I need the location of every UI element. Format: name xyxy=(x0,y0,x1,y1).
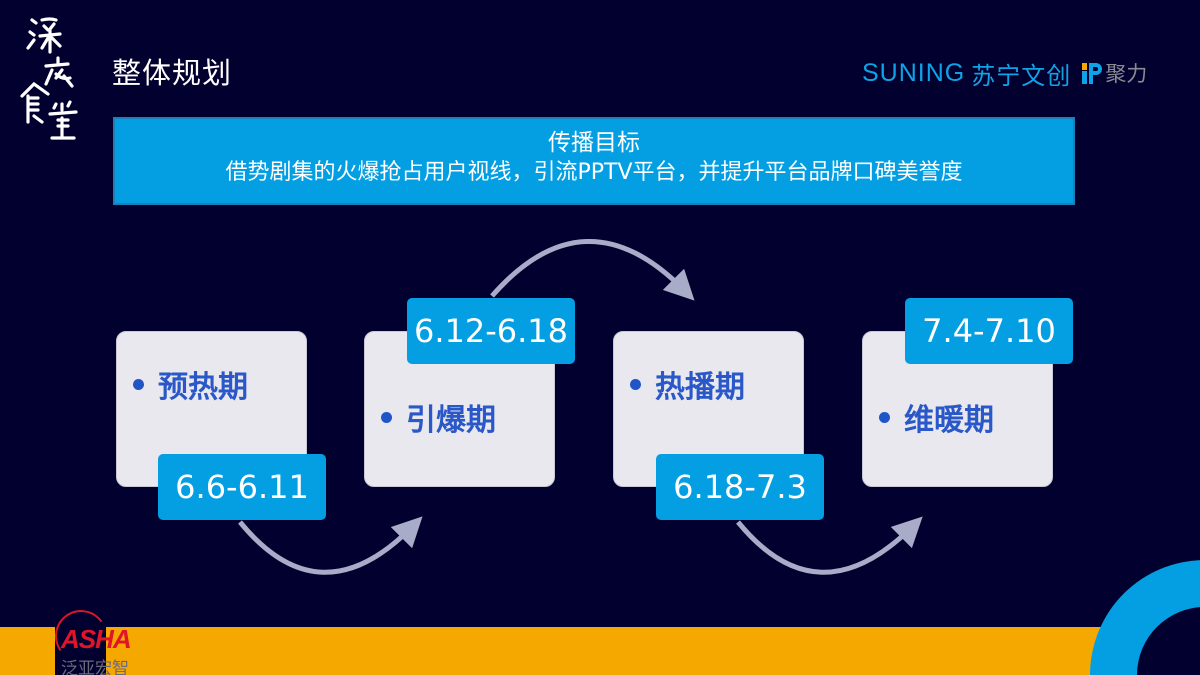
arrow-3-to-4 xyxy=(736,516,923,575)
phase-name: 热播期 xyxy=(655,370,745,405)
asha-logo-bg xyxy=(55,627,106,675)
bullet-icon xyxy=(879,411,890,423)
bullet-icon xyxy=(630,378,641,390)
goal-title: 传播目标 xyxy=(548,130,640,156)
page-title: 整体规划 xyxy=(112,56,233,90)
phase-name: 引爆期 xyxy=(406,403,496,438)
asha-logo: ASHA 泛亚宏智 xyxy=(50,605,150,675)
phase-label: 预热期 xyxy=(133,362,248,406)
footer-bar xyxy=(0,627,1200,675)
phase-name: 预热期 xyxy=(158,370,248,405)
date-tag-explode: 6.12-6.18 xyxy=(407,298,575,364)
date-tag-hot: 6.18-7.3 xyxy=(656,454,824,520)
asha-cn-text: 泛亚宏智 xyxy=(61,659,129,675)
asha-text: ASHA xyxy=(61,624,132,654)
suning-cn-label: 苏宁文创 xyxy=(971,61,1072,90)
brand-logos: SUNING 苏宁文创 聚力 xyxy=(862,56,1147,90)
phase-label: 热播期 xyxy=(630,362,745,406)
phase-name: 维暖期 xyxy=(904,403,994,438)
calligraphy-logo xyxy=(20,17,78,140)
suning-logo: SUNING xyxy=(862,58,966,87)
goal-text: 借势剧集的火爆抢占用户视线，引流PPTV平台，并提升平台品牌口碑美誉度 xyxy=(225,160,963,185)
phase-label: 维暖期 xyxy=(879,395,994,439)
bullet-icon xyxy=(133,378,144,390)
date-tag-maintain: 7.4-7.10 xyxy=(905,298,1073,364)
arrow-1-to-2 xyxy=(238,516,423,575)
phase-label: 引爆期 xyxy=(381,395,496,439)
communication-goal-box: 传播目标 借势剧集的火爆抢占用户视线，引流PPTV平台，并提升平台品牌口碑美誉度 xyxy=(113,117,1075,205)
ip-logo-icon xyxy=(1081,60,1103,86)
juli-label: 聚力 xyxy=(1105,62,1148,86)
date-tag-preheat: 6.6-6.11 xyxy=(158,454,326,520)
arrow-2-to-3 xyxy=(490,239,695,301)
bullet-icon xyxy=(381,411,392,423)
